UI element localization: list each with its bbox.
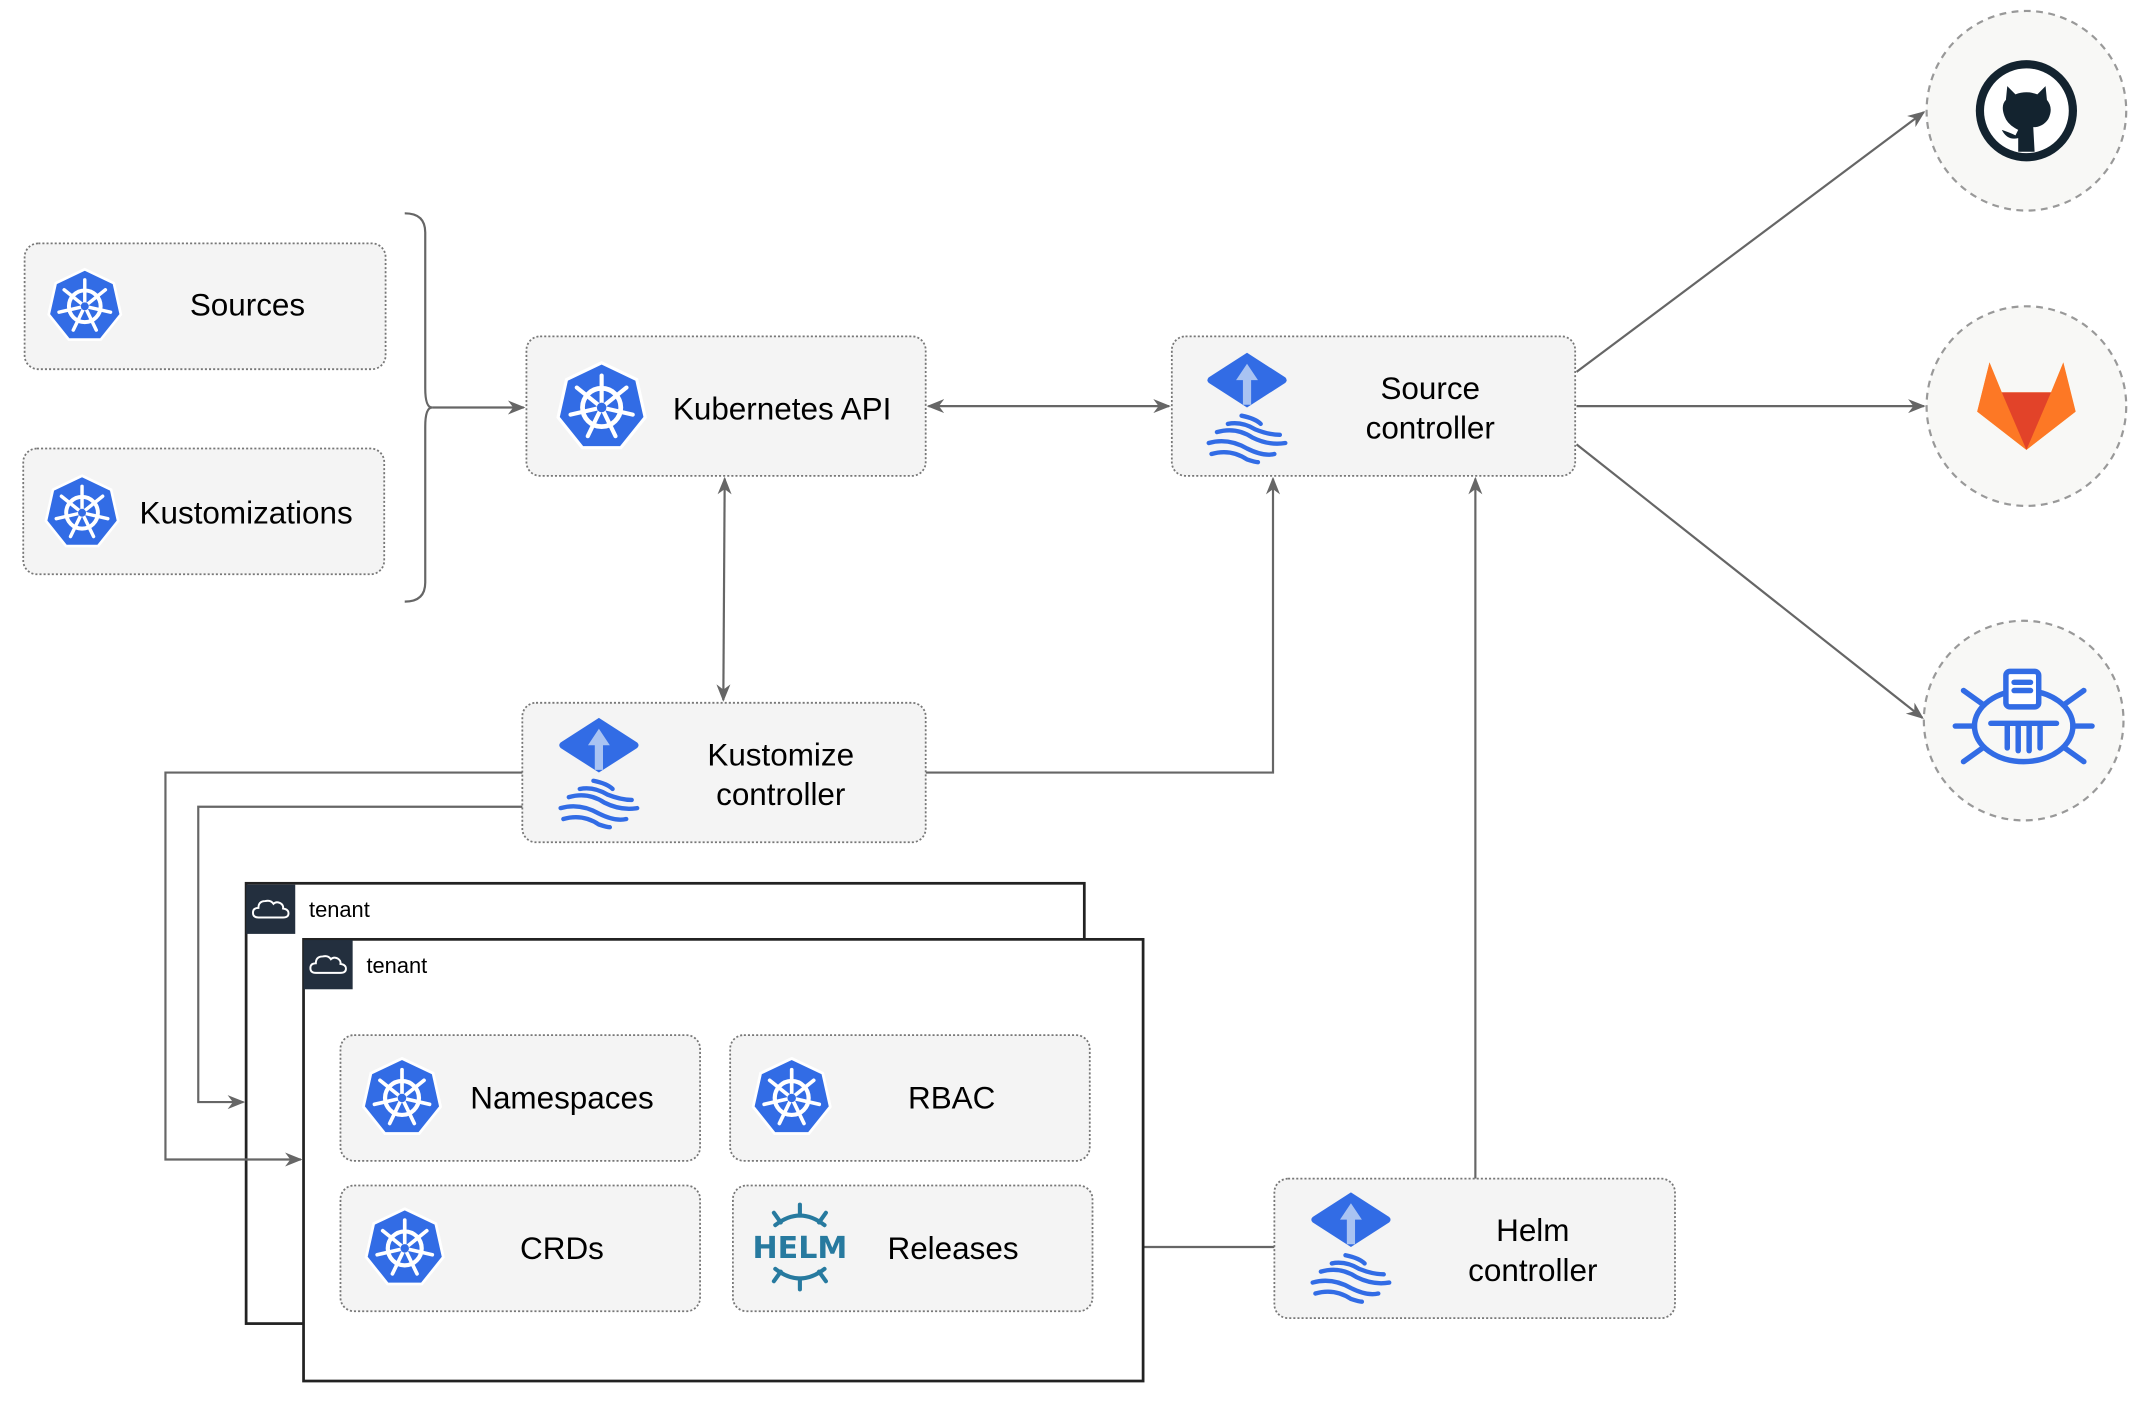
cloud-icon <box>303 939 353 990</box>
edge-source-to-bucket <box>1575 443 1924 719</box>
crds-label: CRDs <box>520 1231 604 1266</box>
github-icon <box>1975 60 2077 162</box>
crds-node[interactable]: CRDs <box>339 1184 701 1313</box>
helm-controller-node[interactable]: Helm controller <box>1273 1177 1676 1320</box>
edge-kustomize-to-source-controller <box>925 476 1281 774</box>
sources-label: Sources <box>190 287 305 322</box>
source-controller-label-line2: controller <box>1366 410 1495 445</box>
releases-node[interactable]: HELM Releases <box>732 1184 1094 1313</box>
edge-kubernetes-api-kustomize-controller <box>716 476 732 702</box>
tenant-label: tenant <box>309 897 370 922</box>
github-node[interactable] <box>1925 9 2128 212</box>
rbac-label: RBAC <box>908 1080 995 1115</box>
bucket-node[interactable] <box>1922 619 2125 822</box>
helm-icon-text: HELM <box>752 1231 847 1266</box>
helm-controller-label-line2: controller <box>1468 1253 1597 1288</box>
helm-controller-label-line1: Helm <box>1496 1213 1569 1248</box>
edge-kustomize-to-tenant-back <box>197 805 523 1110</box>
edges <box>404 111 1926 1255</box>
kustomize-controller-label-line2: controller <box>716 777 845 812</box>
edge-kustomize-to-tenant-front <box>164 771 523 1167</box>
kubernetes-api-label: Kubernetes API <box>673 391 891 426</box>
kustomizations-node[interactable]: Kustomizations <box>22 447 386 576</box>
cloud-icon <box>246 883 296 935</box>
gitlab-node[interactable] <box>1925 305 2128 508</box>
rbac-node[interactable]: RBAC <box>729 1034 1091 1162</box>
kustomize-controller-node[interactable]: Kustomize controller <box>521 701 927 844</box>
helm-icon: HELM <box>752 1202 847 1292</box>
source-controller-label-line1: Source <box>1380 371 1480 406</box>
brace <box>404 212 433 603</box>
releases-label: Releases <box>888 1231 1019 1266</box>
source-controller-node[interactable]: Source controller <box>1170 335 1577 477</box>
kubernetes-api-node[interactable]: Kubernetes API <box>525 335 927 477</box>
bucket-icon <box>1952 668 2095 765</box>
namespaces-label: Namespaces <box>470 1080 653 1115</box>
gitlab-icon <box>1977 362 2076 450</box>
edge-source-to-github <box>1575 111 1926 373</box>
sources-node[interactable]: Sources <box>23 242 387 371</box>
namespaces-node[interactable]: Namespaces <box>339 1034 701 1162</box>
kustomizations-label: Kustomizations <box>140 495 353 530</box>
tenant-label: tenant <box>366 953 427 978</box>
kustomize-controller-label-line1: Kustomize <box>707 737 854 772</box>
